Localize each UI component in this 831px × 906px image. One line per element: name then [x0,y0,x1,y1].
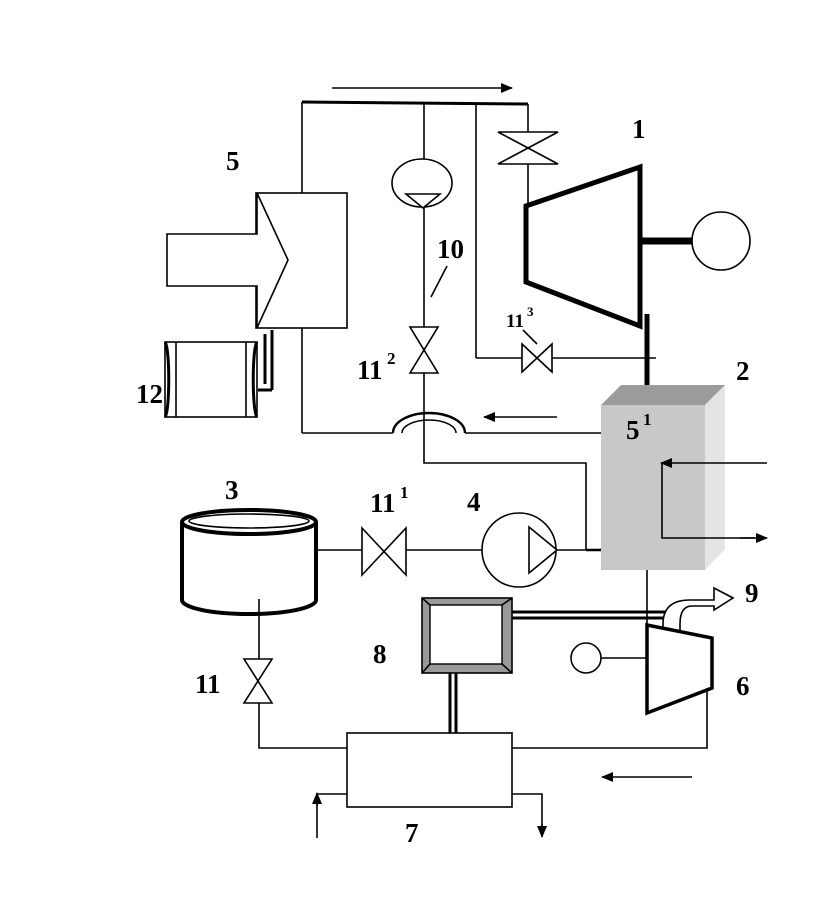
label-pump: 4 [467,487,481,517]
label-valve-bypass-sup: 3 [527,304,534,319]
label-storage: 12 [136,379,163,409]
cooler-water-out [512,793,543,836]
boiler-burner-arrow [166,192,289,329]
cooler[interactable] [346,732,513,808]
generator-top[interactable] [691,211,751,271]
label-valve-bottom: 11 [195,669,221,699]
label-valve-bypass: 11 [506,311,524,332]
bypass-valve-leader [522,329,538,345]
pump[interactable] [481,512,559,588]
label-valve-upper: 11 [357,355,383,385]
cooler-water-in [316,793,347,838]
label-line: 10 [437,234,464,264]
label-boiler-heater: 5 [626,415,640,445]
middle-valve[interactable] [408,326,440,374]
label-valve-middle: 11 [370,488,396,518]
label-valve-upper-sup: 2 [387,349,396,368]
label-tank: 3 [225,475,239,505]
label-exhaust: 9 [745,578,759,608]
label-valve-middle-sup: 1 [400,483,409,502]
heat-exchanger[interactable] [421,597,513,674]
steam-header [301,100,529,106]
label-boiler: 5 [226,146,240,176]
label-heat-exchanger: 8 [373,639,387,669]
flow-meter[interactable] [391,158,453,210]
label-cooler: 7 [405,818,419,848]
label-compressor: 6 [736,671,750,701]
compressor[interactable] [645,622,714,716]
label-turbine: 1 [632,114,646,144]
turbine[interactable] [523,163,643,330]
label-generator-block: 2 [736,356,750,386]
label-boiler-heater-sup: 1 [643,410,652,429]
pump-inlet-valve[interactable] [361,525,407,578]
compressor-motor[interactable] [570,642,602,674]
drain-to-cooler [258,703,347,749]
exhaust-arrow [662,586,735,641]
feed-line-to-pump [423,428,587,550]
tank[interactable] [180,508,318,616]
line-crossing-hump [391,411,467,434]
line-10-leader [430,265,448,298]
turbine-inlet-valve[interactable] [497,131,559,165]
storage[interactable] [163,341,259,418]
block-internal-line [661,463,755,539]
compressor-to-cooler [512,688,708,749]
generator-block[interactable] [601,385,725,570]
bypass-valve[interactable] [521,342,553,374]
line-crossing-hump-inner [401,419,457,434]
drain-valve[interactable] [242,658,274,704]
